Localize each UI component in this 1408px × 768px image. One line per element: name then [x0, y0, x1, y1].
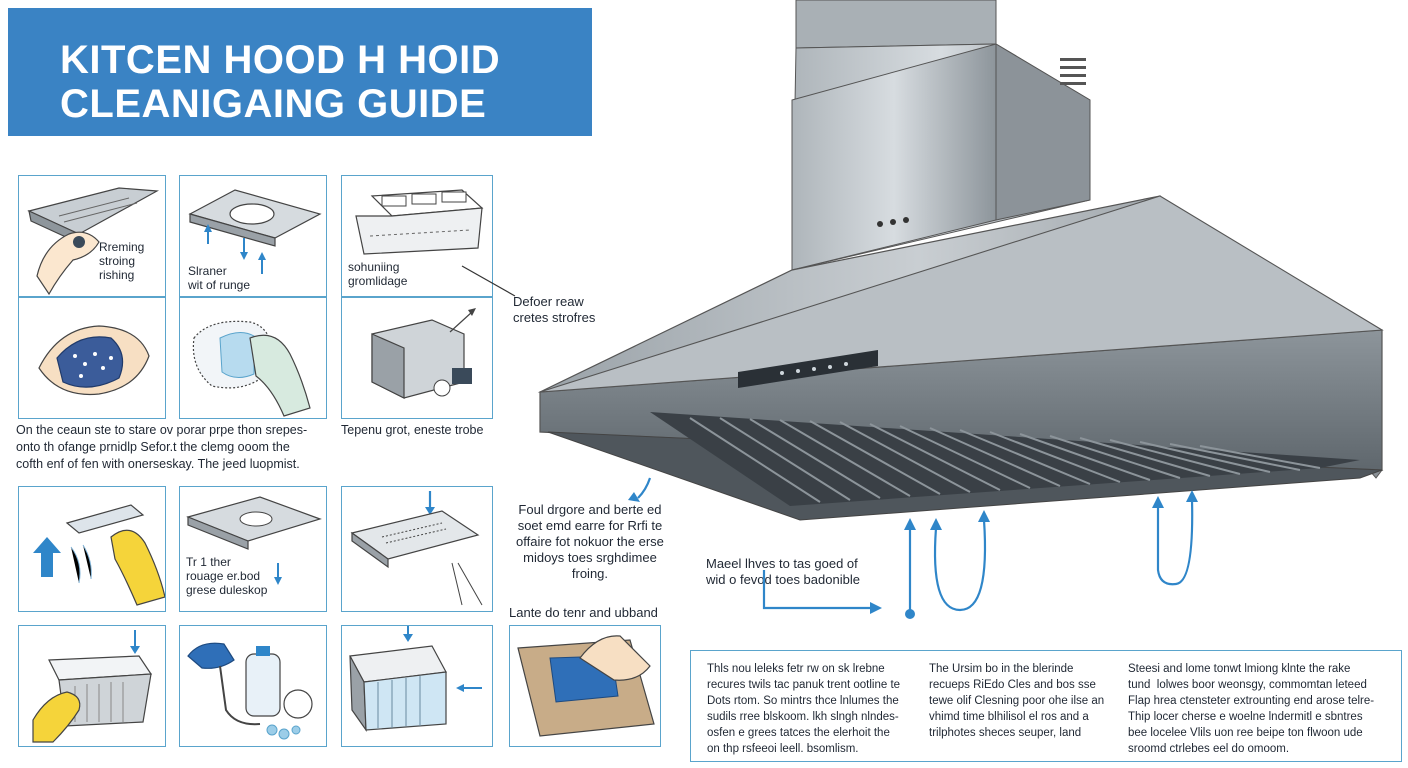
baffle-filter-illustration [355, 189, 484, 255]
glove-wipe-up-illustration [33, 504, 165, 606]
step-panel-9 [341, 486, 493, 612]
step-label-3: sohuniing gromlidage [348, 260, 408, 288]
step-panel-4 [18, 297, 166, 419]
step-panel-2: Slraner wit of runge [179, 175, 327, 297]
info-column-3-body: Steesi and lome tonwt lmiong klnte the r… [1128, 663, 1375, 755]
grease-tray-illustration [32, 630, 153, 743]
foul-callout: Foul drgore and berte ed soet emd earre … [516, 502, 664, 581]
info-box: Thls nou leleks fetr rw on sk lrebne rec… [690, 650, 1402, 762]
left-paragraph: On the ceaun ste to stare ov porar prpe … [16, 423, 308, 471]
info-column-2-body: The Ursim bo in the blerinde recueps RiE… [929, 663, 1105, 739]
hood-panel-illustration [186, 496, 322, 585]
title-line-2: CLEANIGAING GUIDE [60, 82, 487, 126]
lante-callout: Lante do tenr and ubband [509, 605, 658, 620]
marel-callout: Maeel lhves to tas goed of wid o fevod t… [706, 556, 860, 587]
gloved-wipe-illustration [192, 320, 311, 417]
step-panel-7 [18, 486, 166, 612]
cleaning-supplies-illustration [187, 642, 313, 740]
info-column-3: Steesi and lome tonwt lmiong klnte the r… [1128, 661, 1374, 757]
step-label-2: Slraner wit of runge [188, 264, 251, 292]
step-panel-11 [179, 625, 327, 747]
info-column-1: Thls nou leleks fetr rw on sk lrebne rec… [707, 661, 900, 757]
fan-filter-illustration [349, 626, 482, 733]
filter-panel-illustration [188, 189, 322, 274]
title-banner: KITCEN HOOD H HOID CLEANIGAING GUIDE [8, 8, 592, 136]
hood-filter-removal-illustration [27, 187, 160, 296]
title-line-1: KITCEN HOOD H HOID [60, 38, 501, 82]
step-label-1: Rreming stroing rishing [99, 240, 145, 282]
step-panel-12 [341, 625, 493, 747]
step-panel-6 [341, 297, 493, 419]
right-paragraph: Tepenu grot, eneste trobe [341, 423, 484, 437]
cloth-panel [509, 625, 661, 747]
step-panel-8: Tr 1 ther rouage er.bod grese duleskop [179, 486, 327, 612]
info-column-2: The Ursim bo in the blerinde recueps RiE… [929, 661, 1104, 741]
polishing-cloth-illustration [517, 635, 655, 737]
step-panel-5 [179, 297, 327, 419]
scrubbing-sponge-illustration [38, 325, 150, 396]
step-label-8: Tr 1 ther rouage er.bod grese duleskop [186, 555, 268, 597]
info-column-1-body: Thls nou leleks fetr rw on sk lrebne rec… [707, 663, 901, 755]
defoer-callout: Defoer reaw cretes strofres [513, 294, 596, 325]
vent-filter-illustration [350, 491, 483, 606]
step-panel-1: Rreming stroing rishing [18, 175, 166, 297]
motor-unit-illustration [371, 308, 476, 399]
step-panel-10 [18, 625, 166, 747]
step-panel-3: sohuniing gromlidage [341, 175, 493, 297]
